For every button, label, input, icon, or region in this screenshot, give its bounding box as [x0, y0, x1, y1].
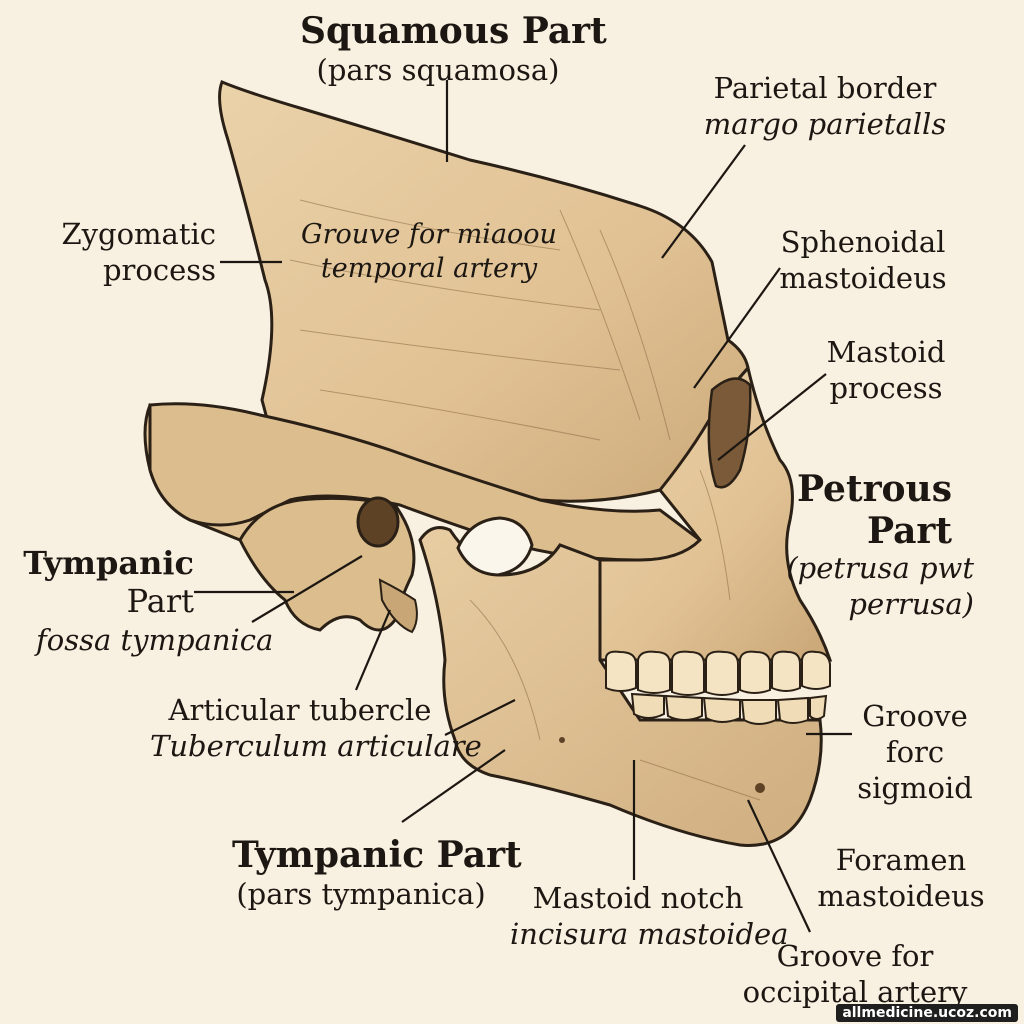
label-fossa-tympanica: fossa tympanica	[36, 622, 273, 658]
groove-sigmoid-line2: forc	[885, 735, 945, 769]
leader-parietal	[661, 144, 746, 259]
articular-en: Articular tubercle	[168, 693, 432, 727]
parietal-en: Parietal border	[713, 71, 937, 105]
label-groove-occipital: Groove for occipital artery	[740, 938, 970, 1010]
leader-lines	[194, 80, 852, 933]
leader-articular	[354, 609, 392, 691]
foramen-line2: mastoideus	[817, 879, 985, 913]
groove-sigmoid-line1: Groove	[862, 699, 968, 733]
label-squamous-part: Squamous Part (pars squamosa)	[300, 10, 607, 88]
leader-tympanic-lower	[401, 749, 506, 823]
leader-fossa	[251, 555, 363, 623]
groove-temporal-line1: Grouve for miaoou	[301, 219, 557, 250]
tympanic1-line2: Part	[126, 582, 194, 620]
acoustic-meatus	[356, 496, 400, 548]
mastoid-process-line1: Mastoid	[826, 335, 946, 369]
petrous-latin-line2: perrusa)	[848, 587, 974, 621]
mandibular-notch-opening	[456, 516, 534, 577]
small-foramen	[559, 737, 565, 743]
groove-occipital-line2: occipital artery	[742, 975, 968, 1009]
petrous-line2: Part	[866, 510, 952, 552]
tympanic1-line1: Tympanic	[23, 544, 194, 582]
watermark: allmedicine.ucoz.com	[836, 1004, 1018, 1022]
label-groove-sigmoid: Groove forc sigmoid	[850, 698, 980, 806]
label-foramen-mastoideus: Foramen mastoideus	[816, 842, 986, 914]
leader-groove-occipital	[747, 799, 811, 933]
label-groove-temporal: Grouve for miaoou temporal artery	[284, 218, 574, 286]
parietal-la: margo parietalls	[703, 107, 947, 141]
tympanic1-latin: fossa tympanica	[36, 623, 274, 657]
upper-teeth	[604, 650, 831, 696]
mastoid-notch-en: Mastoid notch	[532, 881, 744, 915]
label-petrous-latin: (petrusa pwt perrusa)	[780, 550, 974, 622]
groove-occipital-line1: Groove for	[776, 939, 934, 973]
label-parietal-border: Parietal border margo parietalls	[700, 70, 950, 142]
petrous-line1: Petrous	[796, 468, 952, 510]
sphenoidal-line1: Sphenoidal	[780, 225, 946, 259]
label-mastoid-process: Mastoid process	[808, 334, 964, 406]
groove-temporal-line2: temporal artery	[320, 253, 538, 284]
tympanic2-title: Tympanic Part	[232, 834, 522, 876]
articular-la: Tuberculum articulare	[150, 729, 482, 763]
label-zygomatic-process: Zygomatic process	[30, 216, 216, 288]
sphenoidal-line2: mastoideus	[779, 261, 947, 295]
foramen-line1: Foramen	[835, 843, 967, 877]
groove-sigmoid-line3: sigmoid	[857, 771, 973, 805]
leader-sphenoidal	[693, 267, 781, 389]
mastoid-process-line2: process	[829, 371, 943, 405]
squamous-latin: (pars squamosa)	[316, 53, 560, 87]
squamous-title: Squamous Part	[300, 10, 607, 52]
label-tympanic-part-upper: Tympanic Part	[20, 544, 194, 620]
styloid-process	[378, 578, 418, 634]
mental-foramen	[755, 783, 765, 793]
lower-teeth	[630, 692, 828, 725]
tympanic2-latin: (pars tympanica)	[236, 877, 486, 911]
mastoid-notch-la: incisura mastoidea	[510, 917, 789, 951]
petrous-latin-line1: (petrusa pwt	[786, 551, 974, 585]
zygomatic-line2: process	[102, 253, 216, 287]
label-mastoid-notch: Mastoid notch incisura mastoidea	[510, 880, 789, 952]
label-sphenoidal: Sphenoidal mastoideus	[770, 224, 956, 296]
label-articular-tubercle: Articular tubercle Tuberculum articulare	[150, 692, 482, 764]
zygomatic-line1: Zygomatic	[61, 217, 216, 251]
label-tympanic-part-lower: Tympanic Part (pars tympanica)	[232, 834, 522, 912]
leader-mastoid-process	[717, 373, 827, 461]
label-petrous-part: Petrous Part	[780, 468, 952, 552]
texture-hatching	[289, 199, 761, 801]
leader-articular-2	[444, 699, 516, 736]
